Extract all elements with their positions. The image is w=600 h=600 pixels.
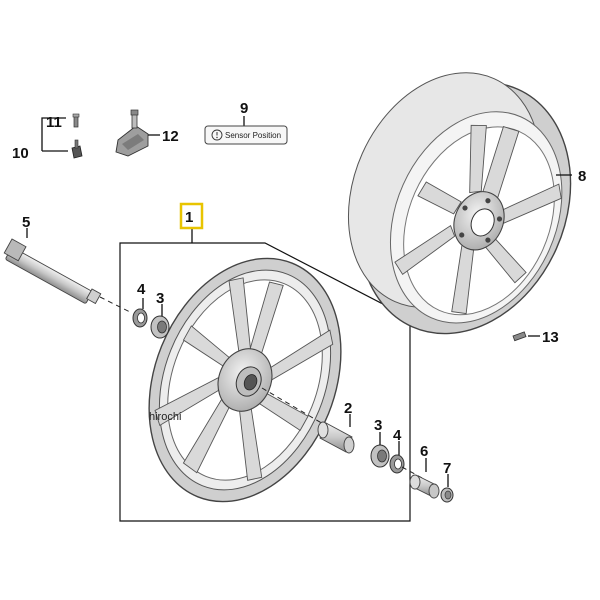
callout-3-right: 3 [374, 417, 382, 434]
sensor-position-sticker: Sensor Position [204, 125, 288, 145]
bearing-part-3-right [370, 444, 390, 468]
cap-part-7 [440, 487, 454, 503]
callout-1: 1 [185, 209, 193, 226]
watermark-text: hirochi [149, 411, 181, 423]
callout-13: 13 [542, 329, 559, 346]
callout-7: 7 [443, 460, 451, 477]
callout-6: 6 [420, 443, 428, 460]
spacer-part-2 [317, 421, 355, 454]
callout-4-left: 4 [137, 281, 146, 298]
callout-2: 2 [344, 400, 352, 417]
rear-wheel [347, 72, 572, 335]
callout-10: 10 [12, 145, 29, 162]
valve-bracket [41, 117, 68, 152]
axle-centerline-right [261, 387, 331, 429]
callout-11: 11 [46, 114, 62, 131]
callout-4-right: 4 [393, 427, 402, 444]
assembly-outline [119, 242, 411, 522]
callout-8: 8 [578, 168, 586, 185]
ring-part-4-right [389, 454, 405, 474]
part-1-highlight-box [179, 202, 204, 230]
tpms-sensor-part-12 [115, 109, 149, 157]
valve-cap-part-10 [71, 139, 83, 159]
front-wheel [148, 257, 342, 503]
sleeve-part-6 [409, 474, 440, 499]
callout-12: 12 [162, 128, 179, 145]
sensor-position-label: Sensor Position [225, 131, 281, 140]
ring-part-4-left [132, 308, 148, 328]
balance-weight-part-13 [512, 331, 527, 342]
callout-3-left: 3 [156, 290, 164, 307]
callout-9: 9 [240, 100, 248, 117]
valve-core-part-11 [72, 113, 80, 128]
callout-5: 5 [22, 214, 30, 231]
axle-part-5 [3, 238, 102, 305]
bearing-part-3-left [150, 315, 170, 339]
tpms-warning-icon [211, 129, 223, 141]
axle-centerline-left [99, 296, 133, 314]
